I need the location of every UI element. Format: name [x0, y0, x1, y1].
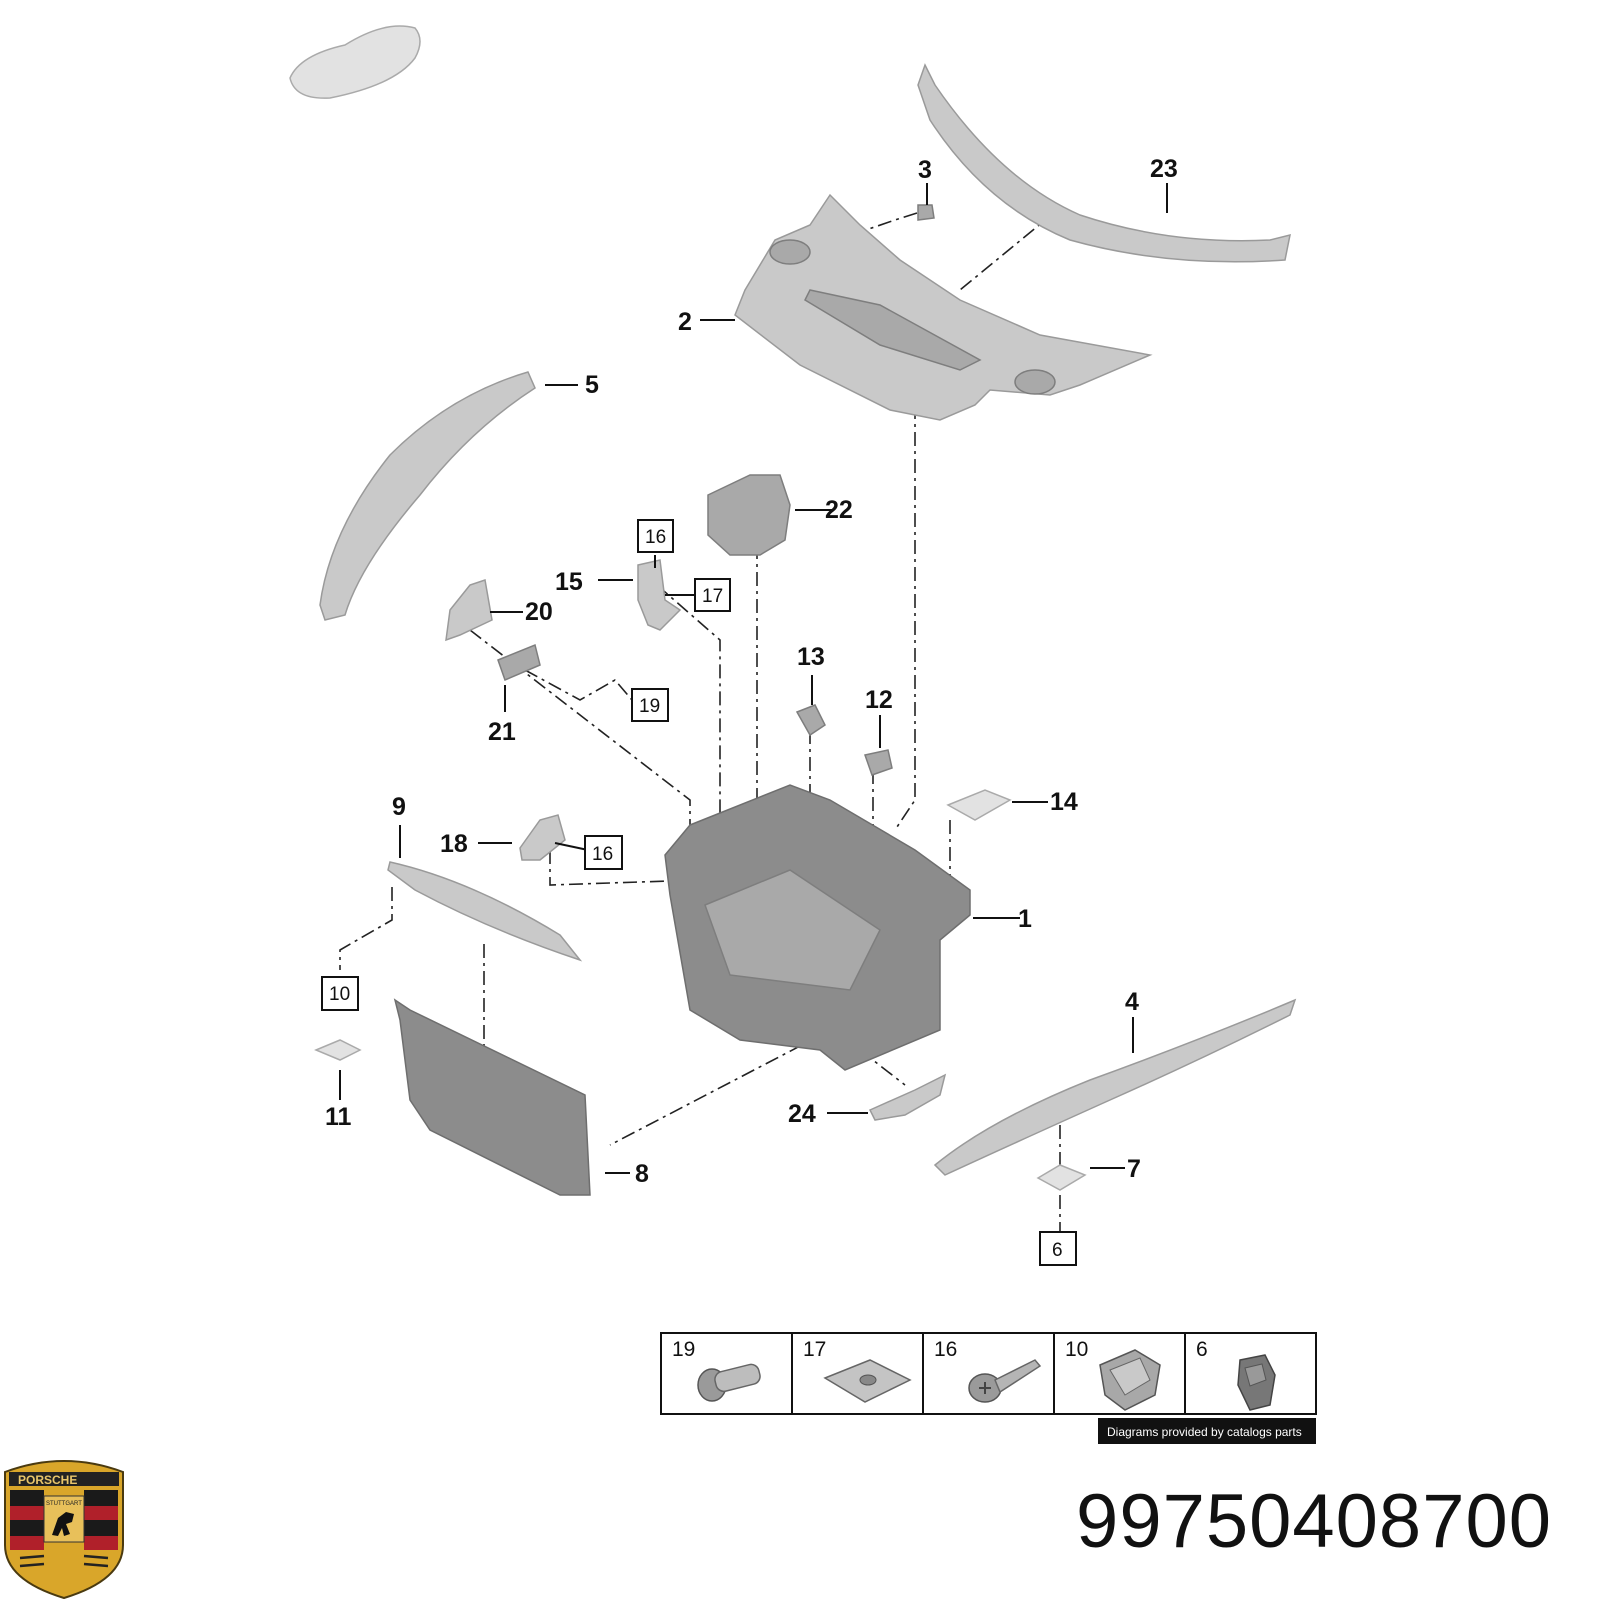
legend-ref-16: 16: [934, 1338, 957, 1361]
part-2-front-panel: [734, 193, 1153, 421]
callout-18: 18: [440, 830, 468, 858]
part-22-cover: [707, 474, 791, 556]
svg-text:17: 17: [702, 586, 723, 607]
crest-city-text: STUTTGART: [46, 1501, 82, 1507]
callout-8: 8: [635, 1160, 649, 1188]
screw-icon: [968, 1359, 1042, 1403]
callout-12: 12: [865, 686, 893, 714]
legend-ref-17: 17: [803, 1338, 826, 1361]
callout-5: 5: [585, 371, 599, 399]
part-11-clip: [314, 1039, 362, 1061]
svg-text:6: 6: [1052, 1240, 1063, 1261]
svg-text:10: 10: [329, 984, 350, 1005]
boxed-ref-17: 17: [694, 578, 731, 612]
part-4-sill-trim: [933, 998, 1297, 1176]
porsche-crest-logo: PORSCHE STUTTGART: [4, 1460, 124, 1600]
horse-icon: [52, 1512, 74, 1536]
legend-ref-19: 19: [672, 1338, 695, 1361]
credit-text: Diagrams provided by catalogs parts: [1107, 1425, 1302, 1439]
part-2-grille: [804, 289, 982, 371]
boxed-refs: 16 17 19 16 10 6: [321, 519, 1077, 1266]
callout-14: 14: [1050, 788, 1078, 816]
part-7-clip: [1036, 1164, 1087, 1191]
part-5-side-trim: [319, 371, 536, 621]
leader-lines: [339, 183, 1168, 1174]
part-12-clip: [864, 749, 893, 776]
fastener-legend: 19 17 16 10 6 Di: [660, 1332, 1317, 1444]
car-silhouette: [289, 25, 421, 99]
callout-21: 21: [488, 718, 516, 746]
boxed-ref-16-top: 16: [637, 519, 674, 553]
part-3-clip: [917, 204, 935, 221]
credit-bar: [1098, 1418, 1316, 1444]
boxed-ref-19: 19: [631, 688, 669, 722]
part-8-panel: [393, 998, 591, 1196]
svg-text:16: 16: [592, 844, 613, 865]
callout-7: 7: [1127, 1155, 1141, 1183]
callout-24: 24: [788, 1100, 816, 1128]
part-1-tub-floor: [704, 869, 881, 991]
boxed-ref-10: 10: [321, 976, 359, 1011]
callout-15: 15: [555, 568, 583, 596]
part-21-latch: [497, 643, 541, 682]
callout-22: 22: [825, 496, 853, 524]
spring-clip-icon: [1099, 1349, 1161, 1411]
callout-23: 23: [1150, 155, 1178, 183]
part-18-bracket: [519, 814, 566, 861]
part-2-left-mount: [769, 239, 811, 265]
boxed-ref-16-bottom: 16: [584, 835, 623, 870]
callouts: 23 3 2 5 22 15 20 21 13 12 14 9 18 1 4 2…: [325, 155, 1178, 1188]
part-20-bracket: [445, 579, 493, 642]
part-13-clip: [795, 704, 826, 737]
push-clip-icon: [1237, 1354, 1276, 1411]
bolt-icon: [697, 1363, 761, 1402]
callout-3: 3: [918, 156, 932, 184]
part-23-cowl-strip: [917, 63, 1291, 263]
legend-ref-10: 10: [1065, 1338, 1088, 1361]
crest-brand-text: PORSCHE: [18, 1473, 77, 1487]
svg-text:16: 16: [645, 527, 666, 548]
speed-nut-icon: [823, 1359, 912, 1403]
part-2-right-mount: [1014, 369, 1056, 395]
callout-9: 9: [392, 793, 406, 821]
callout-1: 1: [1018, 905, 1032, 933]
svg-text:19: 19: [639, 696, 660, 717]
part-14-frame: [946, 789, 1012, 821]
part-15-bracket: [637, 559, 682, 631]
callout-20: 20: [525, 598, 553, 626]
callout-4: 4: [1125, 988, 1139, 1016]
part-number: 99750408700: [1076, 1479, 1552, 1564]
callout-2: 2: [678, 308, 692, 336]
legend-ref-6: 6: [1196, 1338, 1208, 1361]
callout-13: 13: [797, 643, 825, 671]
part-24-bracket: [868, 1073, 947, 1121]
callout-11: 11: [325, 1103, 352, 1131]
part-9-sill-trim: [387, 861, 583, 962]
boxed-ref-6: 6: [1039, 1231, 1077, 1266]
